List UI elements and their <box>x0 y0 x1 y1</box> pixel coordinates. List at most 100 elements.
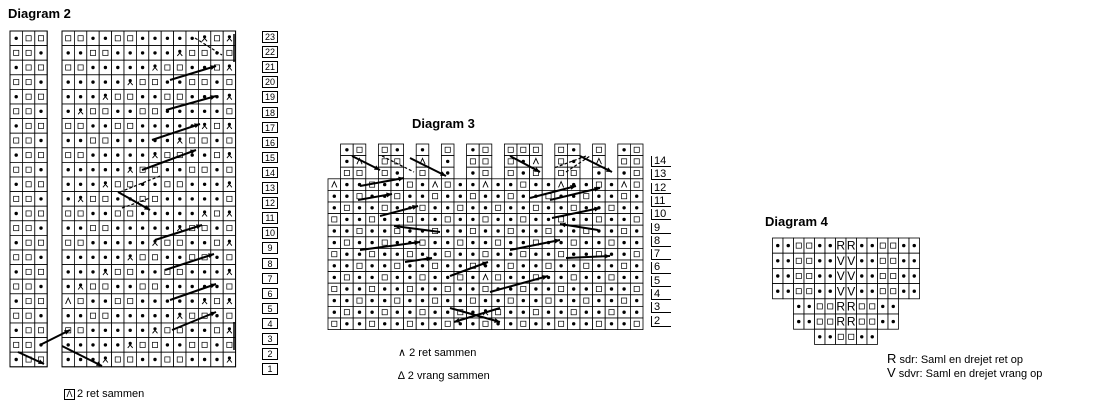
knit-square <box>381 146 388 153</box>
cable-arrow <box>357 193 393 201</box>
arrow-head <box>440 171 446 176</box>
cable-arrow <box>579 155 613 173</box>
knit-square <box>90 312 96 319</box>
bobble-legs <box>152 66 158 71</box>
cable-arrow <box>509 155 541 173</box>
purl-dot <box>66 270 70 274</box>
purl-dot <box>446 310 450 314</box>
purl-dot <box>546 287 551 291</box>
purl-dot <box>546 322 551 326</box>
knit-square <box>795 242 802 249</box>
purl-dot <box>546 182 551 187</box>
v-stitch: V <box>847 284 855 298</box>
purl-dot <box>609 252 614 256</box>
purl-dot <box>902 259 906 263</box>
knit-square <box>114 122 121 129</box>
purl-dot <box>190 284 194 289</box>
purl-dot <box>521 298 525 303</box>
purl-dot <box>622 148 626 152</box>
bobble-legs <box>77 198 84 203</box>
purl-dot <box>66 95 70 99</box>
arrow-head <box>594 206 600 212</box>
purl-dot <box>496 264 500 268</box>
dashed-cable <box>119 175 161 193</box>
purl-dot <box>116 255 120 259</box>
purl-dot <box>190 328 194 332</box>
purl-dot <box>202 95 207 99</box>
purl-dot <box>622 171 626 175</box>
purl-dot <box>140 36 145 40</box>
knit-square <box>469 158 476 165</box>
arrow-head <box>64 330 70 335</box>
knit-square <box>201 166 208 173</box>
knit-square <box>495 204 502 211</box>
purl-dot <box>103 168 108 172</box>
row-number: 13 <box>262 182 278 194</box>
knit-square <box>201 225 208 232</box>
purl-dot <box>153 95 157 99</box>
purl-dot <box>433 310 437 314</box>
purl-dot <box>471 287 475 291</box>
purl-dot <box>776 243 780 248</box>
bobble-dot <box>103 356 107 360</box>
row-number: 23 <box>262 31 278 43</box>
purl-dot <box>458 264 462 268</box>
purl-dot <box>395 322 399 326</box>
purl-dot <box>165 299 170 303</box>
purl-dot <box>635 275 639 280</box>
knit-square <box>114 93 121 100</box>
knit-square <box>226 166 233 173</box>
cable-arrow <box>359 177 405 187</box>
purl-dot <box>345 148 349 152</box>
knit-square <box>25 195 32 202</box>
purl-dot <box>140 95 145 99</box>
purl-dot <box>332 194 336 198</box>
purl-dot <box>91 241 95 245</box>
knit-square <box>394 228 401 234</box>
purl-dot <box>215 182 219 186</box>
row-number: 8 <box>651 235 671 247</box>
purl-dot <box>140 299 145 303</box>
bobble-legs <box>226 95 233 100</box>
cable-arrow <box>449 261 489 277</box>
knit-square <box>65 152 72 159</box>
diagram-2-legend-text: 2 ret sammen <box>77 388 145 400</box>
bobble-legs <box>176 52 183 57</box>
purl-dot <box>383 217 387 222</box>
knit-square <box>13 254 20 261</box>
purl-dot <box>116 138 120 143</box>
bobble-legs <box>176 314 183 319</box>
purl-dot <box>546 310 551 314</box>
purl-dot <box>202 328 207 332</box>
bobble-legs <box>127 256 134 261</box>
bobble-dot <box>79 283 83 287</box>
knit-square <box>77 327 84 334</box>
arrow-head <box>394 224 400 230</box>
knit-square <box>38 122 44 129</box>
purl-dot <box>420 194 425 198</box>
knit-square <box>25 298 32 305</box>
purl-dot <box>178 284 182 289</box>
purl-dot <box>140 270 145 274</box>
arrow-head <box>374 165 380 170</box>
knit-square <box>13 341 20 348</box>
purl-dot <box>609 298 614 303</box>
purl-dot <box>190 36 194 40</box>
purl-dot <box>395 287 399 291</box>
purl-dot <box>91 168 95 172</box>
purl-dot <box>357 252 362 256</box>
knit-square <box>152 283 158 290</box>
cable-arrow <box>169 65 217 81</box>
arrow-head <box>454 318 460 323</box>
arrow-head <box>426 256 432 262</box>
purl-dot <box>66 197 70 201</box>
bobble-legs <box>127 344 134 349</box>
knit-square <box>432 193 439 200</box>
knit-square <box>65 239 72 246</box>
knit-square <box>25 137 32 144</box>
purl-dot <box>559 206 563 210</box>
purl-dot <box>786 274 790 278</box>
purl-dot <box>860 335 864 339</box>
purl-dot <box>103 211 108 216</box>
